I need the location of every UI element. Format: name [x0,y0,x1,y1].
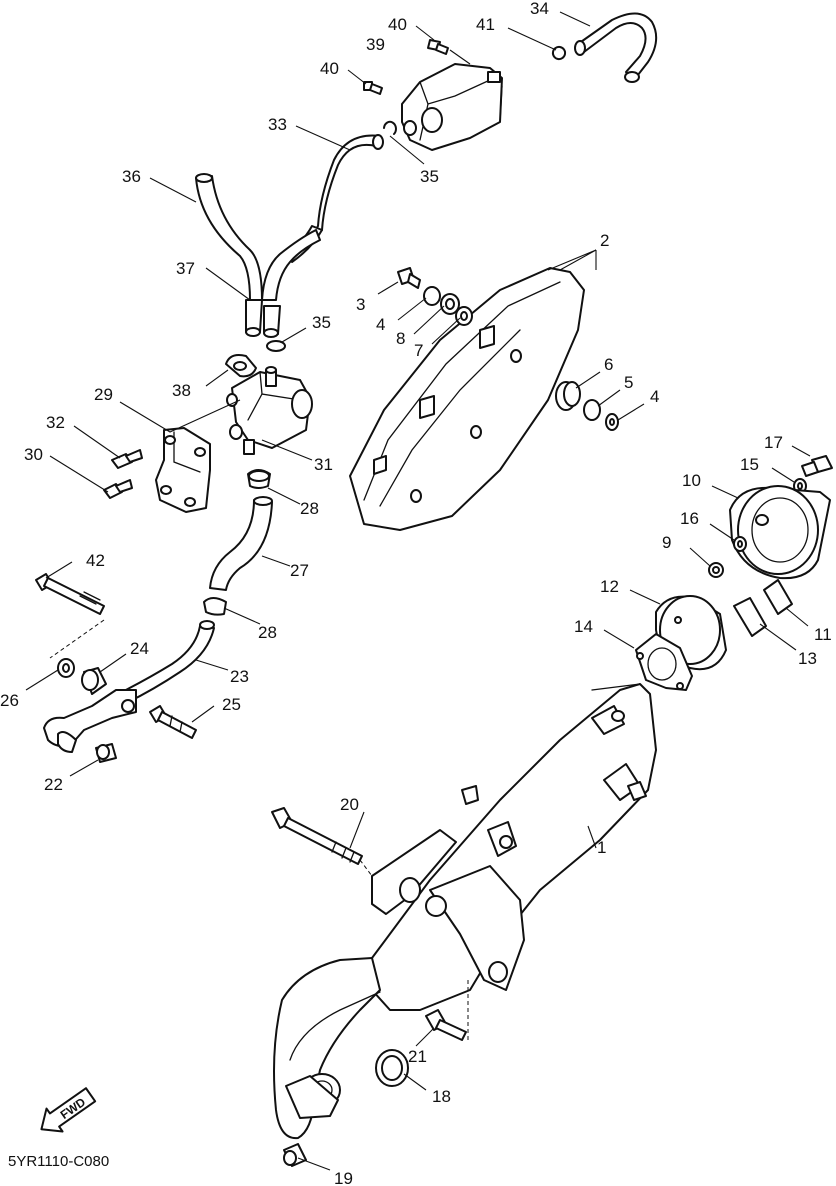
washer-4-top [423,286,441,306]
callout-12: 12 [600,577,619,596]
callout-7: 7 [414,341,423,360]
callout-6: 6 [604,355,613,374]
callout-19: 19 [334,1169,353,1186]
clip-28-lower [203,597,227,616]
callout-8: 8 [396,329,405,348]
callout-4: 4 [650,387,659,406]
callout-28: 28 [300,499,319,518]
washer-16 [733,536,747,552]
callout-35: 35 [420,167,439,186]
bolt-21 [425,1009,467,1041]
callout-15: 15 [740,455,759,474]
bolt-25 [149,705,197,739]
callout-3: 3 [356,295,365,314]
callout-5: 5 [624,373,633,392]
callout-41: 41 [476,15,495,34]
bolt-40-left [363,81,383,95]
callout-18: 18 [432,1087,451,1106]
grommet-6 [555,381,581,411]
muffler-1 [273,683,657,1140]
gasket-18 [375,1049,409,1087]
clip-35-top [383,120,397,135]
part-drawings [35,12,833,1167]
bracket-29 [155,427,211,513]
callout-16: 16 [680,509,699,528]
bolt-20 [271,807,363,865]
alignment-line-bolt-42 [49,619,105,659]
fwd-arrow: FWD [40,1087,97,1133]
callout-4: 4 [376,315,385,334]
callout-24: 24 [130,639,149,658]
pipe-end-assembly [43,689,137,753]
clip-35-mid [266,340,286,352]
cap-19 [283,1143,307,1167]
callout-13: 13 [798,649,817,668]
callout-14: 14 [574,617,593,636]
callout-40: 40 [388,15,407,34]
clamp-38 [225,354,257,378]
callout-21: 21 [408,1047,427,1066]
drawing-code: 5YR1110-C080 [8,1153,109,1170]
bolt-3 [397,267,421,289]
bolt-32 [111,449,143,469]
callout-40: 40 [320,59,339,78]
washer-26 [57,658,75,678]
callout-37: 37 [176,259,195,278]
callout-26: 26 [0,691,19,710]
bolt-30 [103,479,133,499]
insulator-11 [763,579,793,615]
clip-41 [551,45,567,61]
callout-33: 33 [268,115,287,134]
bolt-40-top [427,39,449,55]
callout-9: 9 [662,533,671,552]
callout-2: 2 [600,231,609,250]
grommet-8 [440,293,460,315]
fwd-arrow-icon [40,1087,97,1133]
hose-36-37 [195,173,321,338]
callout-39: 39 [366,35,385,54]
callout-42: 42 [86,551,105,570]
callout-25: 25 [222,695,241,714]
washer-9 [708,562,724,578]
bolt-42 [35,573,105,615]
callout-11: 11 [814,625,832,644]
callout-34: 34 [530,0,549,18]
callout-35: 35 [312,313,331,332]
callout-32: 32 [46,413,65,432]
callout-38: 38 [172,381,191,400]
alignment-line-bolt-20 [359,859,373,877]
leader-lines [25,11,811,1171]
callout-23: 23 [230,667,249,686]
reed-valve-39 [401,63,503,151]
bolt-17 [801,455,833,477]
callout-20: 20 [340,795,359,814]
protector-2 [349,267,585,531]
washer-4-right [605,413,619,431]
hose-34 [574,12,658,83]
callout-30: 30 [24,445,43,464]
callout-36: 36 [122,167,141,186]
collar-22 [95,743,117,763]
insulator-13 [733,597,767,637]
callout-31: 31 [314,455,333,474]
collar-5 [583,399,601,421]
collar-7 [455,306,473,326]
callout-1: 1 [597,838,606,857]
callout-29: 29 [94,385,113,404]
clip-28-upper [247,469,271,489]
callout-28: 28 [258,623,277,642]
collar-24 [81,667,107,695]
gasket-14 [635,633,693,691]
callout-10: 10 [682,471,701,490]
end-cover-10 [729,485,831,580]
callout-22: 22 [44,775,63,794]
callout-17: 17 [764,433,783,452]
callout-27: 27 [290,561,309,580]
air-cut-valve-31 [226,366,313,455]
hose-27 [209,496,273,591]
